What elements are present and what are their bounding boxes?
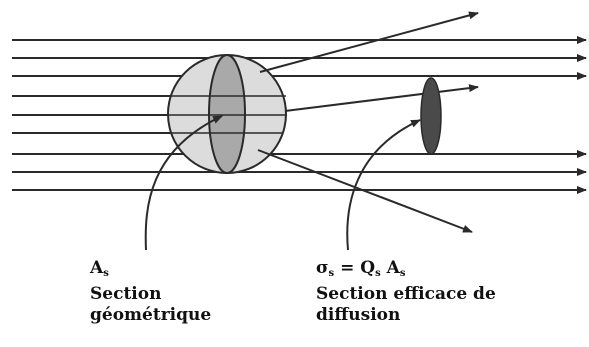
effective-section-label-line2: diffusion (316, 305, 401, 325)
pointer-arrow-effective (346, 119, 421, 251)
geometric-section-symbol: As (90, 258, 109, 279)
geometric-section-caption: As Section géométrique (90, 258, 211, 326)
geometric-section-label-line1: Section (90, 284, 162, 304)
geometric-cross-section (208, 54, 246, 174)
pointer-arrow-geometric (144, 115, 223, 251)
scattered-ray-middle (284, 84, 479, 112)
effective-cross-section (420, 77, 442, 155)
effective-section-formula: σs = Qs As (316, 258, 406, 279)
effective-section-caption: σs = Qs As Section efficace de diffusion (316, 258, 496, 326)
incident-rays (12, 36, 587, 194)
scattered-rays (257, 11, 479, 233)
scattered-ray-up (259, 11, 479, 73)
effective-section-label-line1: Section efficace de (316, 284, 496, 304)
scattered-ray-down (257, 149, 473, 233)
particle (167, 54, 287, 174)
geometric-section-label-line2: géométrique (90, 305, 212, 325)
